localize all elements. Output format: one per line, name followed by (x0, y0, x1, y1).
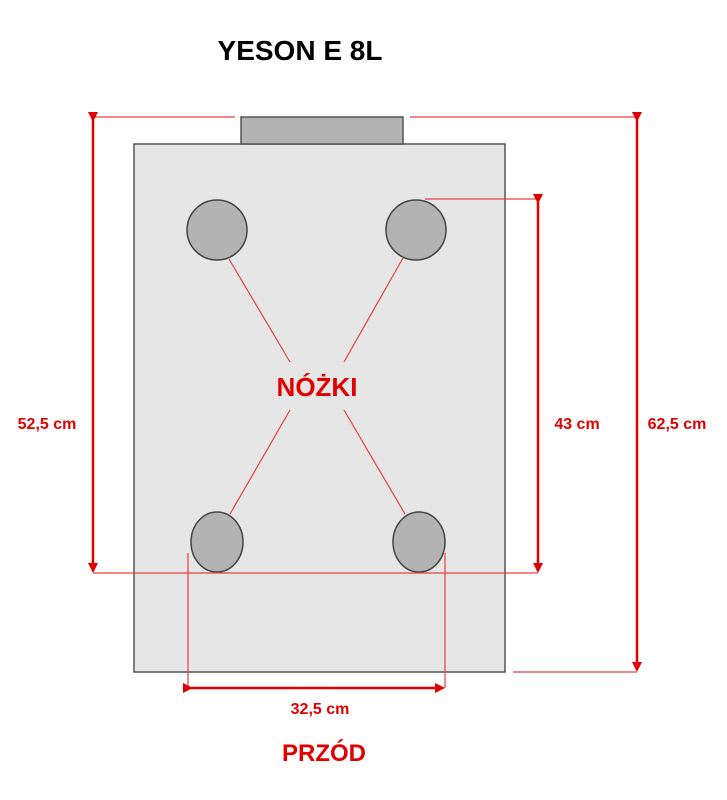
feet-width-label: 32,5 cm (291, 701, 350, 718)
leader-lines (228, 257, 406, 515)
device-top-tab (240, 116, 404, 145)
center-label: NÓŻKI (277, 372, 358, 402)
left-height-label: 52,5 cm (18, 416, 77, 433)
foot-back-left (186, 199, 248, 261)
foot-front-right (392, 511, 446, 573)
foot-back-right (385, 199, 447, 261)
inner-height-label: 43 cm (554, 416, 599, 433)
total-height-label: 62,5 cm (648, 416, 707, 433)
foot-front-left (190, 511, 244, 573)
diagram-title: YESON E 8L (218, 35, 383, 66)
extension-lines (93, 116, 637, 688)
front-label: PRZÓD (282, 739, 366, 767)
dimension-arrows (88, 112, 642, 693)
